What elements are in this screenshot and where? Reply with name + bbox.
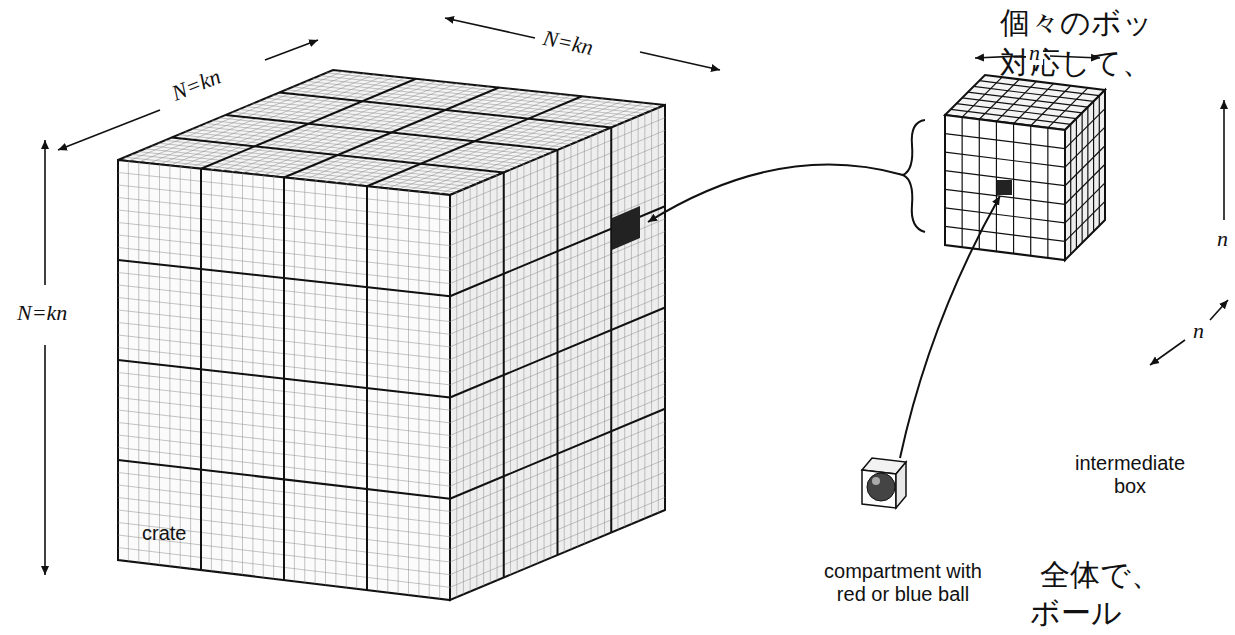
japanese-text: 全体で、: [1040, 558, 1161, 593]
grid-line: [962, 117, 963, 247]
grid-line: [979, 81, 1099, 96]
grid-line: [945, 226, 1065, 241]
grid-line: [450, 308, 665, 398]
grid-line: [367, 186, 368, 590]
intermediate-grid: [945, 77, 1105, 258]
leader-arrow: [900, 196, 1000, 458]
japanese-text: 対応して、: [1000, 46, 1152, 81]
grid-line: [945, 134, 1065, 149]
dimension-arrows: [45, 18, 1228, 575]
grid-line: [968, 92, 1088, 107]
grid-line: [118, 360, 450, 398]
leader-arrow: [648, 165, 903, 222]
grid-line: [1047, 128, 1048, 258]
compartment-cube: [862, 458, 906, 508]
grid-line: [118, 460, 450, 499]
part-name: intermediate box: [1070, 452, 1190, 498]
dimension-label: n: [1214, 226, 1231, 251]
crate-grid: [118, 71, 665, 599]
japanese-text: 個々のボッ: [1000, 6, 1153, 41]
grid-line: [996, 121, 997, 251]
dimension-label: n: [1190, 318, 1207, 343]
japanese-text: ボール: [1030, 596, 1122, 631]
grid-line: [979, 119, 980, 249]
crate-cube: [118, 70, 665, 600]
crate-hole: [612, 206, 640, 250]
grid-line: [1013, 124, 1014, 254]
grid-line: [611, 128, 612, 533]
grid-line: [956, 104, 1076, 119]
brace: [903, 120, 925, 232]
grid-line: [962, 98, 1082, 113]
grid-line: [974, 86, 1094, 101]
dimension-label: N=kn: [165, 62, 227, 107]
dimension-label: N=kn: [538, 24, 598, 60]
grid-line: [450, 409, 665, 499]
grid-line: [945, 208, 1065, 223]
grid-line: [366, 186, 368, 590]
part-name: compartment with red or blue ball: [818, 560, 988, 606]
intermediate-cube: [945, 75, 1105, 260]
intermediate-hole: [997, 180, 1012, 195]
grid-line: [367, 96, 582, 186]
dimension-label: N=kn: [14, 300, 70, 325]
grid-line: [172, 138, 504, 173]
grid-line: [945, 152, 1065, 167]
grid-line: [226, 115, 558, 150]
grid-line: [610, 128, 612, 533]
part-name: crate: [142, 522, 186, 545]
grid-line: [951, 109, 1071, 124]
grid-line: [1030, 126, 1031, 256]
grid-line: [1065, 201, 1105, 241]
dimension-label: n: [1026, 40, 1043, 65]
